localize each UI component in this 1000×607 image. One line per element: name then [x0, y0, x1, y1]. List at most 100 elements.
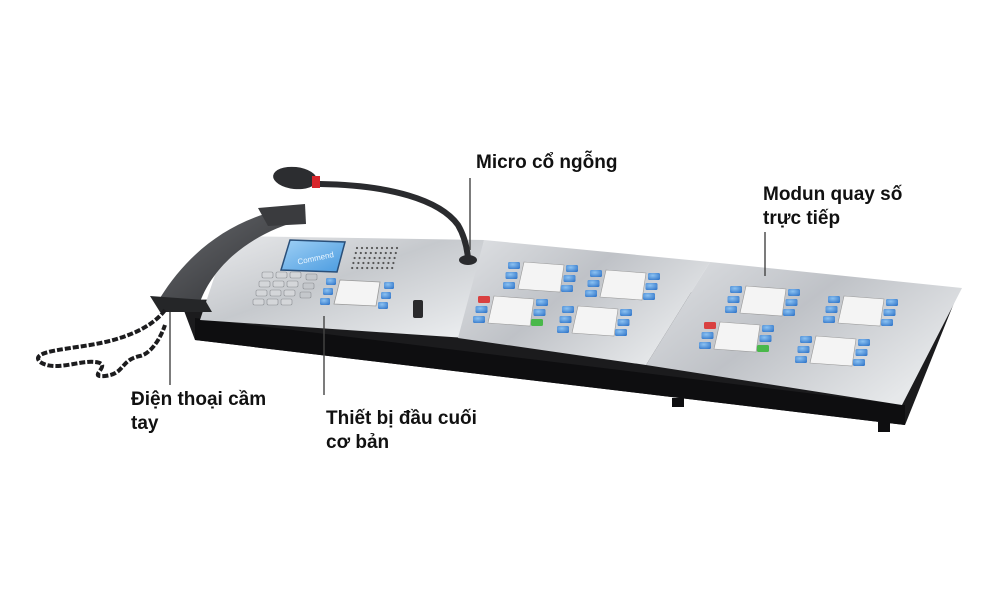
direct-dial-key [503, 282, 515, 289]
module-label-card [837, 295, 885, 327]
grille-hole [354, 251, 357, 255]
callout-module-line2: trực tiếp [763, 208, 841, 229]
direct-dial-key [536, 299, 548, 306]
grille-hole [395, 246, 399, 250]
direct-dial-key [759, 335, 772, 342]
direct-dial-key [701, 332, 714, 339]
callout-handset: Điện thoại cầm tay [131, 388, 266, 436]
keypad-key [255, 289, 268, 297]
direct-dial-key [853, 359, 865, 366]
direct-dial-key [730, 286, 742, 293]
grille-hole [361, 266, 364, 270]
direct-dial-key [727, 296, 740, 303]
callout-handset-line1: Điện thoại cầm [131, 389, 267, 410]
direct-dial-key [797, 346, 810, 353]
function-key-left [320, 298, 330, 305]
grille-hole [368, 256, 371, 260]
speaker-grille [351, 246, 399, 270]
grille-hole [386, 266, 389, 270]
module-label-card [487, 295, 535, 327]
grille-hole [370, 246, 374, 250]
callout-module-line1: Modun quay số [763, 184, 903, 205]
grille-hole [388, 256, 391, 260]
function-key-right [384, 282, 394, 289]
callout-base-line2: cơ bản [326, 432, 390, 453]
mic-base [459, 255, 477, 265]
callout-base-terminal: Thiết bị đầu cuối cơ bản [326, 407, 477, 455]
function-key-left [323, 288, 333, 295]
function-key-right [378, 302, 388, 309]
direct-dial-key [699, 342, 711, 349]
keypad-key [283, 289, 296, 297]
direct-dial-key [800, 336, 812, 343]
grille-hole [383, 256, 386, 260]
direct-dial-key [533, 309, 546, 316]
grille-hole [387, 261, 390, 265]
grille-hole [376, 266, 379, 270]
grille-hole [367, 261, 370, 265]
direct-dial-key [508, 262, 520, 269]
direct-dial-key [478, 296, 490, 303]
module-1-keys [473, 261, 660, 337]
keypad-key [266, 298, 279, 306]
keypad-key [289, 271, 302, 279]
label-card [333, 279, 381, 307]
keypad-key [261, 271, 274, 279]
callout-handset-line2: tay [131, 413, 159, 434]
grille-hole [390, 246, 394, 250]
direct-dial-key [566, 265, 578, 272]
function-key-right [381, 292, 391, 299]
numeric-keypad [252, 271, 318, 306]
direct-dial-key [645, 283, 658, 290]
grille-hole [372, 261, 375, 265]
grille-hole [371, 266, 374, 270]
grille-hole [366, 266, 369, 270]
leader-lines [169, 178, 766, 395]
direct-dial-key [725, 306, 737, 313]
card-slot-icon [413, 300, 423, 318]
direct-dial-key [757, 345, 769, 352]
grille-hole [359, 251, 362, 255]
direct-dial-key [828, 296, 840, 303]
grille-hole [352, 261, 355, 265]
module-label-card [571, 305, 619, 337]
direct-dial-key [858, 339, 870, 346]
direct-dial-key [886, 299, 898, 306]
direct-dial-key [788, 289, 800, 296]
grille-hole [392, 261, 395, 265]
keypad-key [258, 280, 271, 288]
grille-hole [365, 246, 369, 250]
direct-dial-key [531, 319, 543, 326]
direct-dial-key [505, 272, 518, 279]
grille-hole [378, 256, 381, 260]
direct-dial-key [620, 309, 632, 316]
direct-dial-key [643, 293, 655, 300]
keypad-side-key [302, 282, 315, 290]
mic-head [273, 166, 317, 190]
direct-dial-key [881, 319, 893, 326]
direct-dial-module-2 [646, 262, 962, 405]
grille-hole [384, 251, 387, 255]
grille-hole [385, 246, 389, 250]
grille-hole [389, 251, 392, 255]
callout-mic-line1: Micro cổ ngỗng [476, 152, 618, 173]
grille-hole [373, 256, 376, 260]
gooseneck-microphone [273, 166, 477, 265]
direct-dial-key [783, 309, 795, 316]
function-key-left [326, 278, 336, 285]
grille-hole [363, 256, 366, 260]
direct-dial-key [615, 329, 627, 336]
grille-hole [360, 246, 364, 250]
handset-coiled-cord [36, 308, 167, 379]
grille-hole [380, 246, 384, 250]
direct-dial-key [795, 356, 807, 363]
grille-hole [355, 246, 359, 250]
direct-dial-key [785, 299, 798, 306]
grille-hole [394, 251, 397, 255]
module-label-card [599, 269, 647, 301]
grille-hole [393, 256, 396, 260]
lcd-display [280, 239, 346, 273]
grille-hole [382, 261, 385, 265]
module-label-card [809, 335, 857, 367]
